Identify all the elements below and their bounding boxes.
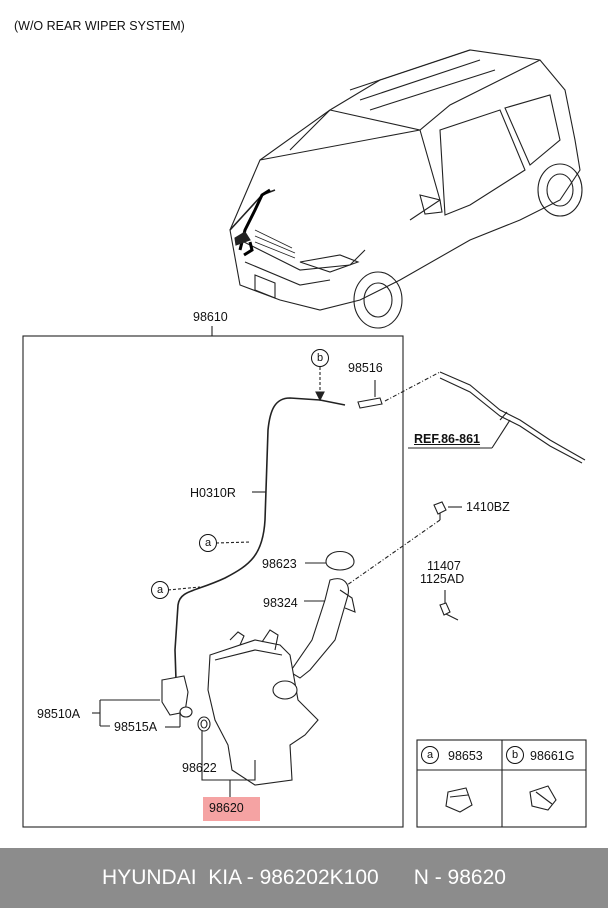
legend-b-circle: b — [506, 746, 524, 764]
part-98620-label[interactable]: 98620 — [209, 801, 244, 815]
part-98622-label[interactable]: 98622 — [182, 761, 217, 775]
part-98510a-label[interactable]: 98510A — [37, 707, 81, 721]
part-98515a-label[interactable]: 98515A — [114, 720, 158, 734]
part-1410bz-label[interactable]: 1410BZ — [466, 500, 510, 514]
part-1125ad-label[interactable]: 1125AD — [420, 572, 465, 586]
legend-b-part[interactable]: 98661G — [530, 749, 575, 763]
part-11407-label[interactable]: 11407 — [427, 559, 461, 573]
part-98610-label[interactable]: 98610 — [193, 310, 228, 324]
part-98623-label[interactable]: 98623 — [262, 557, 297, 571]
callout-a: a — [151, 581, 169, 599]
part-98324-label[interactable]: 98324 — [263, 596, 298, 610]
footer-brand-partno: HYUNDAI KIA - 986202K100 — [102, 866, 379, 889]
part-98516-label[interactable]: 98516 — [348, 361, 383, 375]
legend-a-part[interactable]: 98653 — [448, 749, 483, 763]
washer-hose — [174, 397, 346, 681]
callout-a: a — [199, 534, 217, 552]
footer-ref: N - 98620 — [413, 866, 506, 889]
ref-label[interactable]: REF.86-861 — [414, 432, 481, 446]
filler-neck — [289, 578, 349, 679]
vehicle-illustration — [229, 49, 583, 329]
part-hose-label[interactable]: H0310R — [190, 486, 236, 500]
footer-spacer — [379, 866, 414, 890]
legend-a-circle: a — [421, 746, 439, 764]
diagram-header: (W/O REAR WIPER SYSTEM) — [14, 19, 185, 33]
footer-bar: HYUNDAI KIA - 986202K100 N - 98620 — [0, 848, 608, 908]
callout-b: b — [311, 349, 329, 367]
reservoir-highlight — [203, 797, 260, 821]
parts-diagram — [22, 49, 587, 828]
reservoir-tank — [207, 639, 319, 786]
